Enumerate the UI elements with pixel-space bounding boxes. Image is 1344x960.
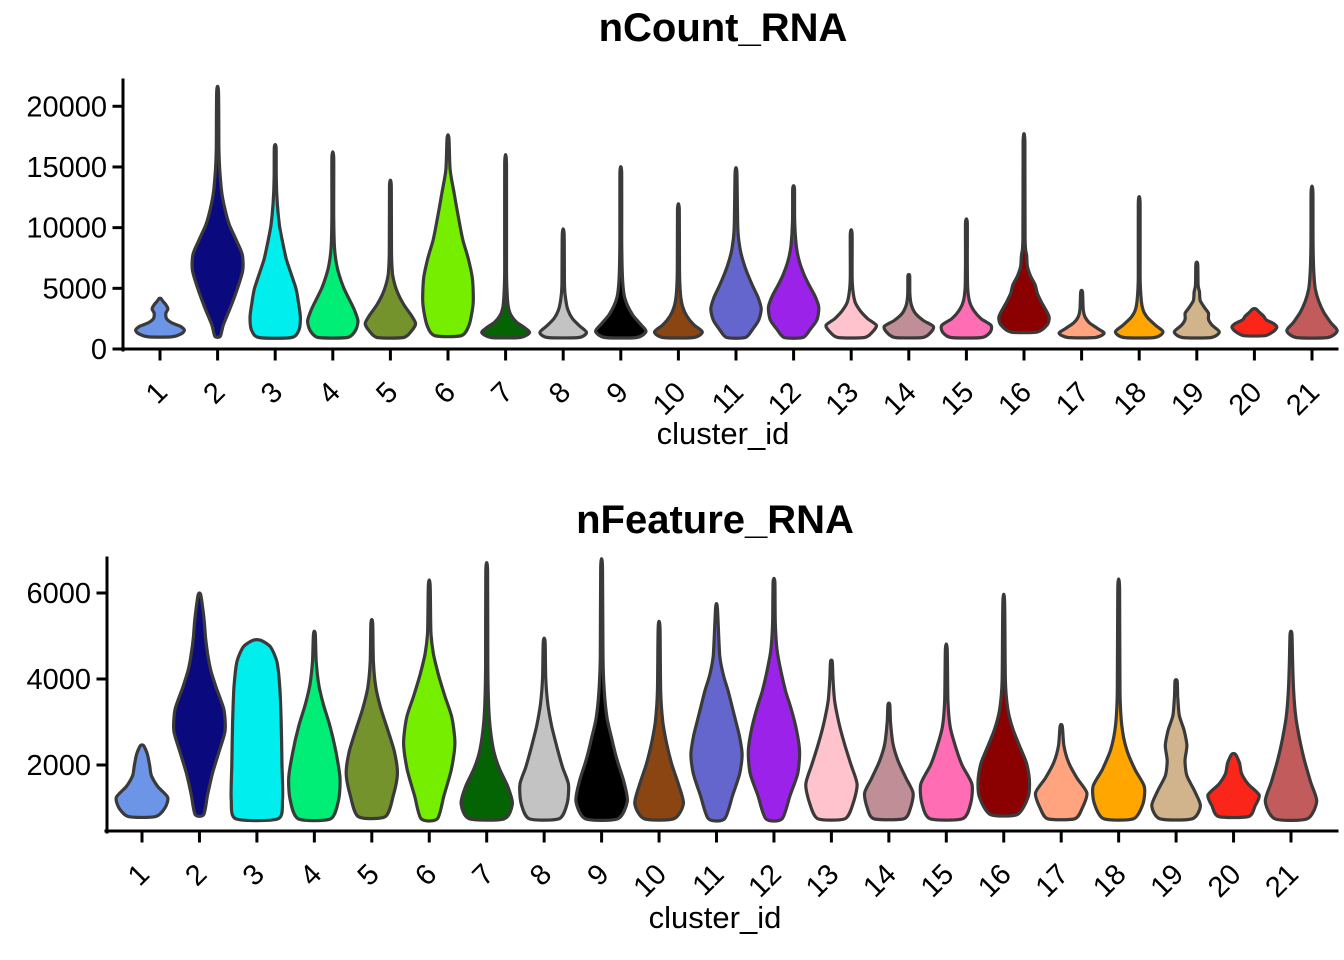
x-tick-label-cluster-10: 10 [628,858,673,903]
violin-nFeature_RNA-cluster-1 [114,743,170,820]
violin-nFeature_RNA-cluster-7 [459,561,515,822]
x-tick-label-cluster-12: 12 [742,858,787,903]
panel2-title: nFeature_RNA [576,498,854,542]
violin-nCount_RNA-cluster-5 [363,178,418,340]
y-tick-label: 4000 [26,664,91,696]
x-tick-label-cluster-5: 5 [352,858,386,892]
violin-nCount_RNA-cluster-18 [1113,194,1165,340]
x-tick-label-cluster-9: 9 [582,858,616,892]
x-tick-label-cluster-4: 4 [313,376,347,410]
y-tick-label: 5000 [42,273,107,305]
x-tick-label-cluster-15: 15 [935,376,980,421]
violin-nFeature_RNA-cluster-6 [401,578,457,823]
x-tick-label-cluster-3: 3 [255,376,289,410]
x-tick-label-cluster-2: 2 [179,858,213,892]
violin-nFeature_RNA-cluster-11 [689,601,744,823]
violin-nCount_RNA-cluster-11 [709,166,763,340]
y-tick-label: 10000 [26,213,107,245]
x-tick-label-cluster-4: 4 [294,858,328,892]
violin-nFeature_RNA-cluster-20 [1206,751,1261,820]
violin-nFeature_RNA-cluster-21 [1263,629,1319,822]
y-tick-label: 0 [91,334,107,366]
violin-nFeature_RNA-cluster-14 [862,701,915,822]
x-tick-label-cluster-14: 14 [857,858,902,903]
x-tick-label-cluster-7: 7 [486,376,520,410]
x-tick-label-cluster-9: 9 [601,376,635,410]
violin-nFeature_RNA-cluster-10 [633,619,686,822]
violin-nCount_RNA-cluster-6 [421,133,475,339]
x-tick-label-cluster-17: 17 [1050,376,1095,421]
x-tick-label-cluster-18: 18 [1108,376,1153,421]
y-tick-label: 15000 [26,152,107,184]
x-tick-label-cluster-7: 7 [467,858,501,892]
violin-nFeature_RNA-cluster-9 [574,557,630,822]
x-tick-label-cluster-11: 11 [687,858,731,902]
violin-nCount_RNA-cluster-2 [190,84,245,339]
x-tick-label-cluster-19: 19 [1145,858,1190,903]
x-tick-label-cluster-12: 12 [762,376,807,421]
x-tick-label-cluster-10: 10 [647,376,692,421]
violin-nCount_RNA-cluster-17 [1057,288,1106,340]
violin-nCount_RNA-cluster-20 [1230,307,1279,338]
x-tick-label-cluster-16: 16 [993,376,1038,421]
violin-nFeature_RNA-cluster-15 [918,642,974,822]
x-tick-label-cluster-21: 21 [1281,376,1326,421]
x-tick-label-cluster-8: 8 [543,376,577,410]
violin-nCount_RNA-cluster-16 [997,132,1051,335]
x-tick-label-cluster-5: 5 [370,376,404,410]
violin-nCount_RNA-cluster-15 [939,217,994,340]
y-tick-label: 6000 [26,578,91,610]
x-tick-label-cluster-21: 21 [1260,858,1305,903]
x-tick-label-cluster-2: 2 [198,376,232,410]
violin-nCount_RNA-cluster-19 [1172,260,1221,340]
panel2-xaxis-label: cluster_id [649,900,782,935]
violin-nCount_RNA-cluster-3 [248,142,302,340]
x-tick-label-cluster-20: 20 [1223,376,1268,421]
x-tick-label-cluster-13: 13 [820,376,865,421]
violin-nFeature_RNA-cluster-13 [804,658,859,822]
violin-nCount_RNA-cluster-4 [306,150,360,340]
violin-nFeature_RNA-cluster-2 [171,591,227,818]
x-tick-label-cluster-19: 19 [1165,376,1210,421]
x-tick-label-cluster-3: 3 [237,858,271,892]
violin-nFeature_RNA-cluster-16 [976,592,1032,818]
violin-nCount_RNA-cluster-7 [480,153,532,340]
x-tick-label-cluster-6: 6 [409,858,443,892]
violin-nCount_RNA-cluster-8 [538,227,589,340]
violin-nCount_RNA-cluster-9 [594,165,648,340]
x-tick-label-cluster-1: 1 [140,376,174,410]
violin-nFeature_RNA-cluster-17 [1033,722,1089,822]
violin-nFeature_RNA-cluster-5 [344,617,400,821]
violin-nFeature_RNA-cluster-4 [287,629,342,823]
violin-nFeature_RNA-cluster-12 [746,576,802,823]
panel1-xaxis-label: cluster_id [657,416,790,451]
x-tick-label-cluster-6: 6 [428,376,462,410]
violin-nFeature_RNA-cluster-18 [1091,577,1147,822]
x-tick-label-cluster-18: 18 [1087,858,1132,903]
violin-nCount_RNA-cluster-21 [1285,184,1339,340]
x-tick-label-cluster-11: 11 [706,376,750,420]
y-tick-label: 20000 [26,91,107,123]
violin-nCount_RNA-cluster-14 [882,272,936,340]
y-tick-label: 2000 [26,750,91,782]
x-tick-label-cluster-1: 1 [122,858,156,892]
violin-nCount_RNA-cluster-13 [824,228,879,340]
x-tick-label-cluster-17: 17 [1030,858,1075,903]
violin-nFeature_RNA-cluster-3 [229,638,285,823]
violin-nFeature_RNA-cluster-8 [518,636,571,822]
x-tick-label-cluster-15: 15 [915,858,960,903]
x-tick-label-cluster-8: 8 [524,858,558,892]
x-tick-label-cluster-13: 13 [800,858,845,903]
x-tick-label-cluster-14: 14 [877,376,922,421]
violin-nCount_RNA-cluster-10 [652,202,704,340]
violin-nCount_RNA-cluster-12 [766,184,821,340]
x-tick-label-cluster-16: 16 [972,858,1017,903]
panel1-title: nCount_RNA [599,6,848,50]
violin-nCount_RNA-cluster-1 [134,296,186,339]
x-tick-label-cluster-20: 20 [1202,858,1247,903]
violin-nFeature_RNA-cluster-19 [1150,678,1202,822]
